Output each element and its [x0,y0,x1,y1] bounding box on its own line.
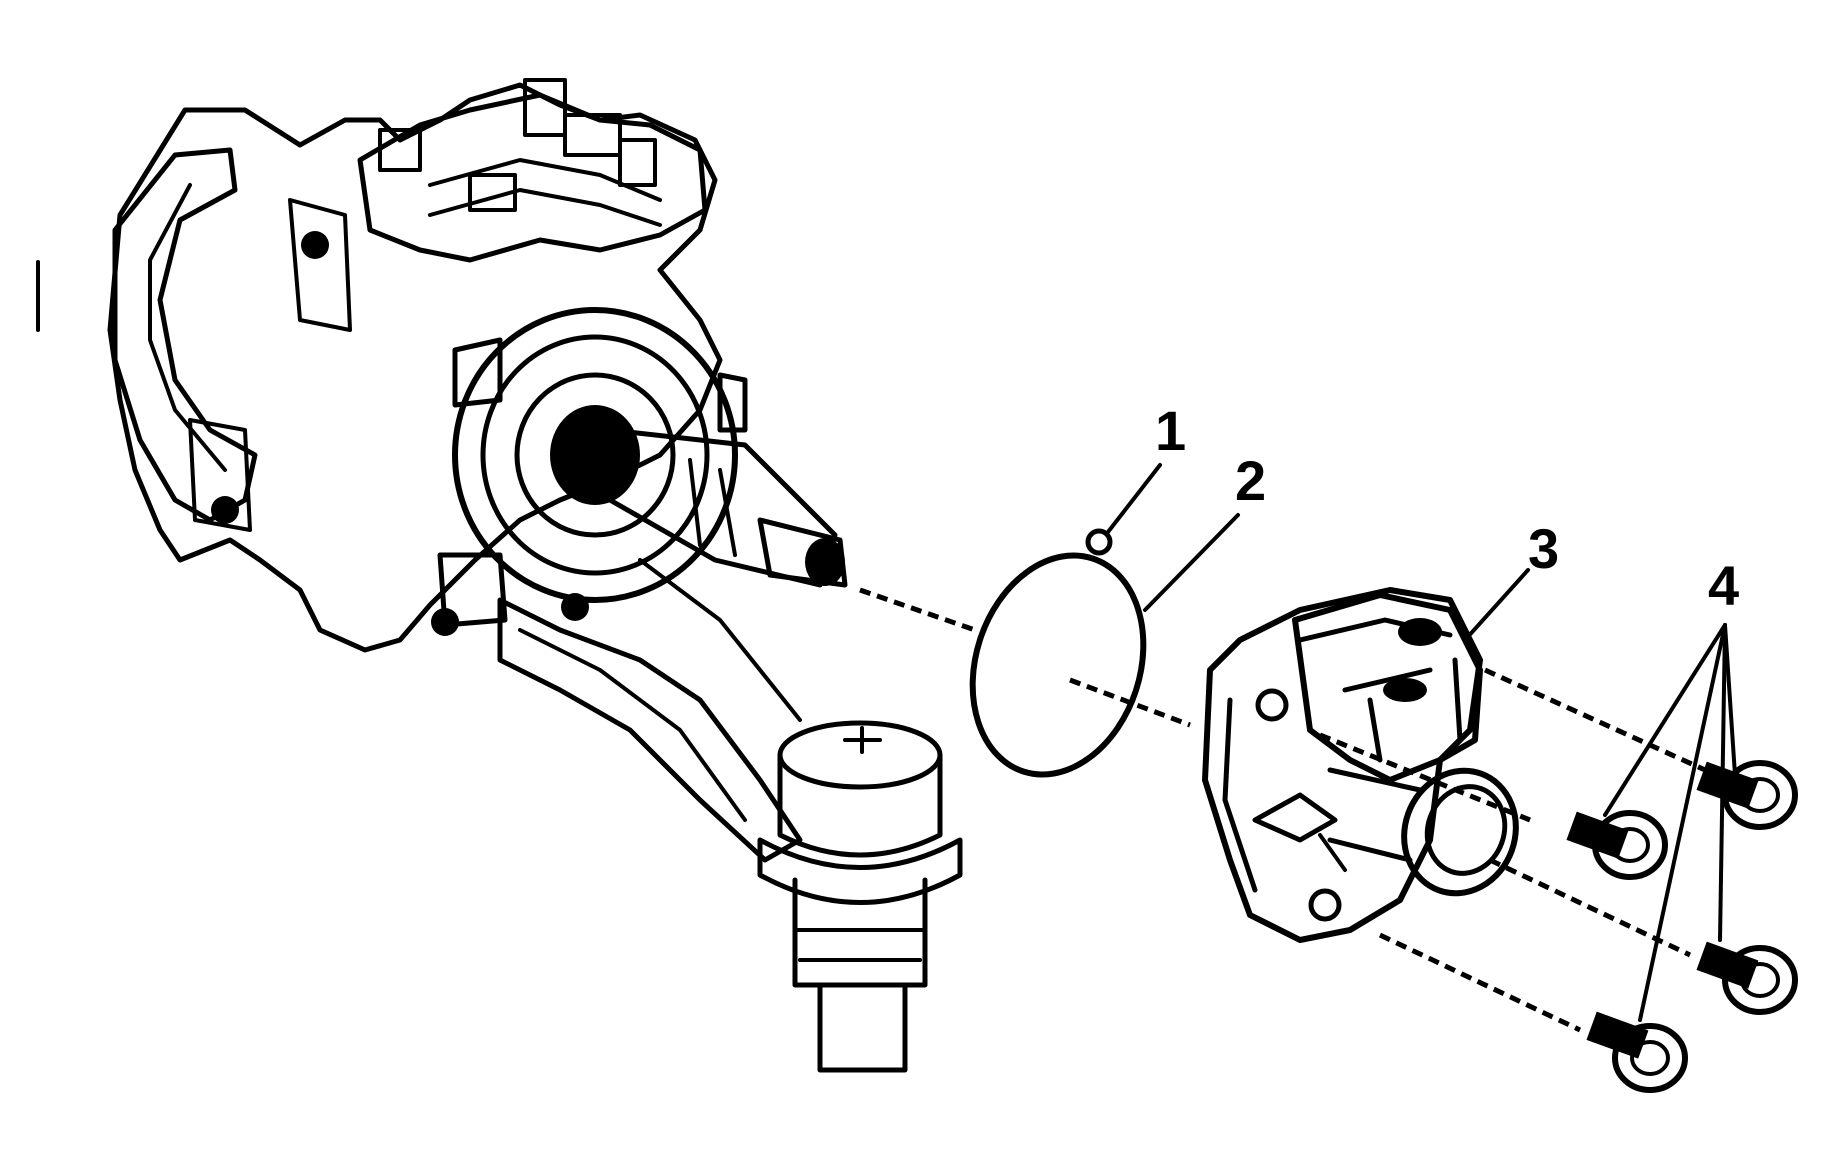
leader-line-4b [1723,623,1737,777]
leader-line-4c [1718,623,1727,942]
bolt [1566,810,1668,880]
alignment-lines [859,587,1707,1033]
leader-line-1 [1106,463,1162,534]
o-ring-part-2 [969,552,1147,778]
leader-line-4a [1603,623,1727,817]
leader-line-4d [1638,623,1727,1022]
callout-4: 4 [1708,554,1739,617]
bolt [1696,941,1798,1015]
callout-2: 2 [1235,449,1266,512]
bolts-part-4 [1566,760,1798,1093]
callout-3: 3 [1528,517,1559,580]
callout-1: 1 [1155,399,1186,462]
pitman-arm-assembly [497,558,963,1073]
housing-cover-part-3 [1202,587,1519,943]
small-seal-part-1 [1085,528,1113,556]
leader-line-2 [1143,513,1240,612]
leader-line-3 [1463,568,1530,642]
leader-lines [1106,463,1737,1022]
bolt [1696,760,1798,830]
steering-gear-assembly [107,78,848,653]
bolt [1586,1011,1688,1093]
